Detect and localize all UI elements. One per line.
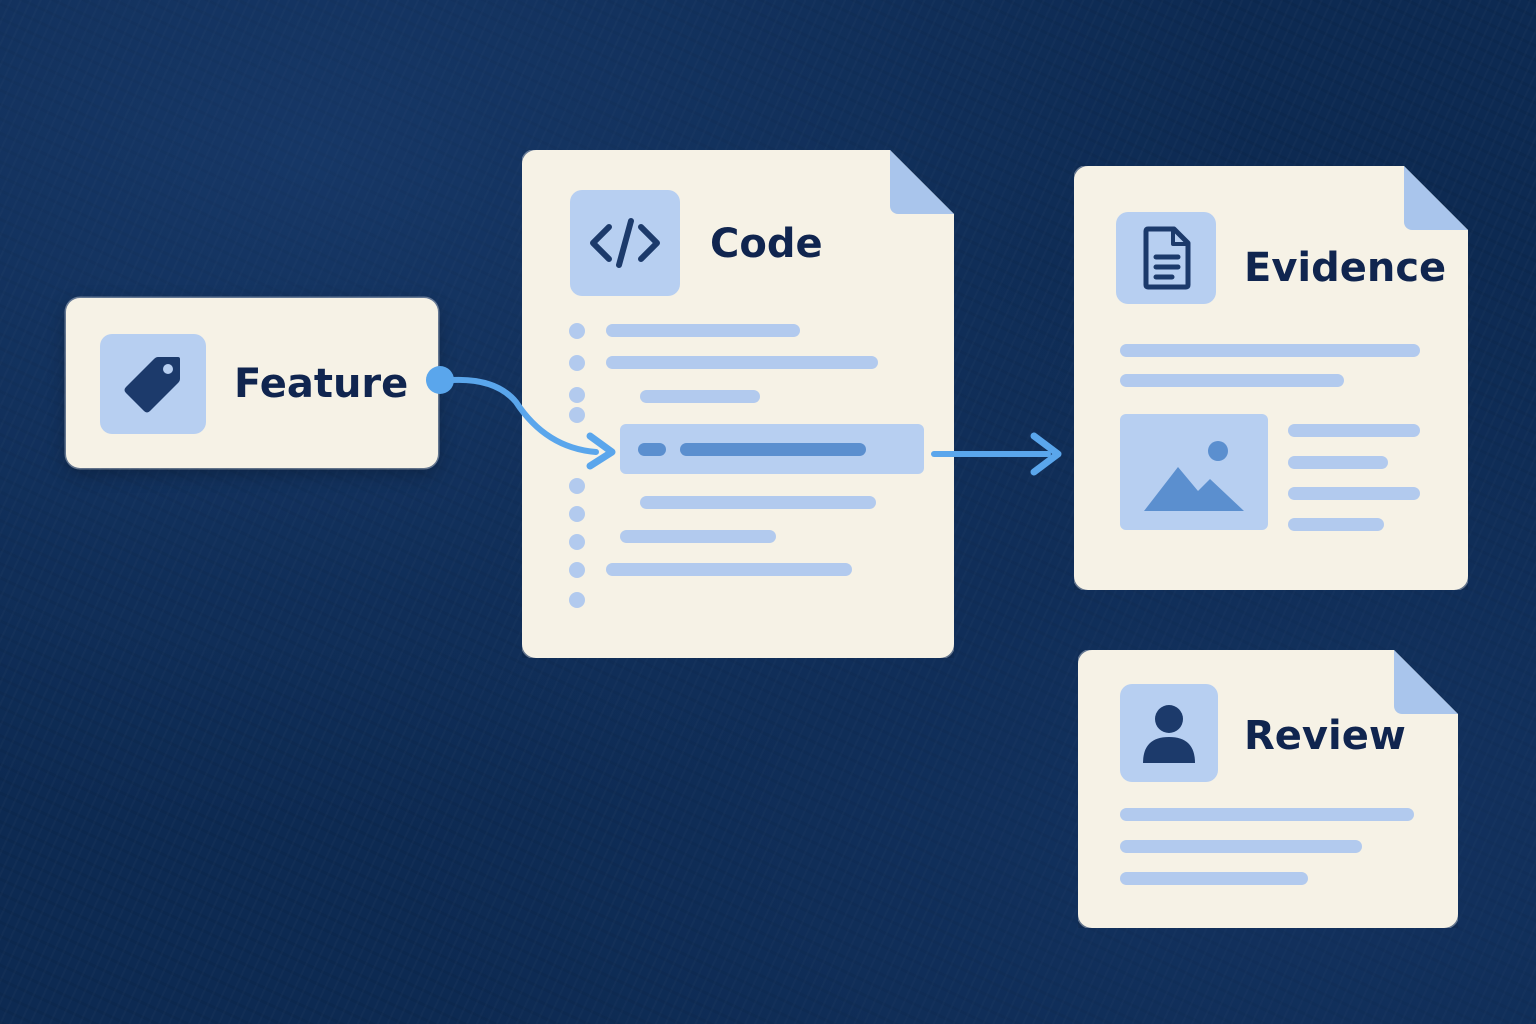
- text-line: [1288, 487, 1420, 500]
- line-marker: [569, 407, 585, 423]
- image-thumbnail: [1120, 414, 1268, 530]
- evidence-card[interactable]: Evidence: [1074, 166, 1468, 590]
- code-line: [606, 356, 878, 369]
- code-card[interactable]: Code: [522, 150, 954, 658]
- line-marker: [569, 355, 585, 371]
- text-line: [1288, 424, 1420, 437]
- tag-icon: [124, 357, 180, 413]
- code-line: [606, 324, 800, 337]
- code-icon: [585, 213, 665, 273]
- text-line: [1288, 456, 1388, 469]
- user-icon-box: [1120, 684, 1218, 782]
- review-title: Review: [1244, 713, 1406, 759]
- code-icon-box: [570, 190, 680, 296]
- feature-card[interactable]: Feature: [66, 298, 438, 468]
- image-icon: [1134, 427, 1254, 517]
- tag-icon-box: [100, 334, 206, 434]
- text-line: [1120, 808, 1414, 821]
- line-marker: [569, 387, 585, 403]
- text-line: [1120, 872, 1308, 885]
- code-line: [640, 496, 876, 509]
- line-marker: [569, 534, 585, 550]
- code-line: [620, 530, 776, 543]
- document-icon: [1136, 225, 1196, 291]
- highlight-line: [680, 443, 866, 456]
- code-line: [640, 390, 760, 403]
- line-marker: [569, 478, 585, 494]
- text-line: [1120, 344, 1420, 357]
- feature-title: Feature: [234, 361, 409, 407]
- connector-start-dot: [426, 366, 454, 394]
- text-line: [1288, 518, 1384, 531]
- text-line: [1120, 840, 1362, 853]
- line-marker: [569, 592, 585, 608]
- document-icon-box: [1116, 212, 1216, 304]
- feature-to-code-arrow: [426, 366, 616, 470]
- line-marker: [569, 506, 585, 522]
- evidence-title: Evidence: [1244, 245, 1447, 291]
- highlighted-code-line[interactable]: [620, 424, 924, 474]
- code-title: Code: [710, 221, 823, 267]
- line-marker: [569, 323, 585, 339]
- text-line: [1120, 374, 1344, 387]
- user-icon: [1137, 699, 1201, 767]
- highlight-marker: [638, 443, 666, 456]
- code-to-evidence-arrow: [931, 432, 1062, 476]
- code-line: [606, 563, 852, 576]
- line-marker: [569, 562, 585, 578]
